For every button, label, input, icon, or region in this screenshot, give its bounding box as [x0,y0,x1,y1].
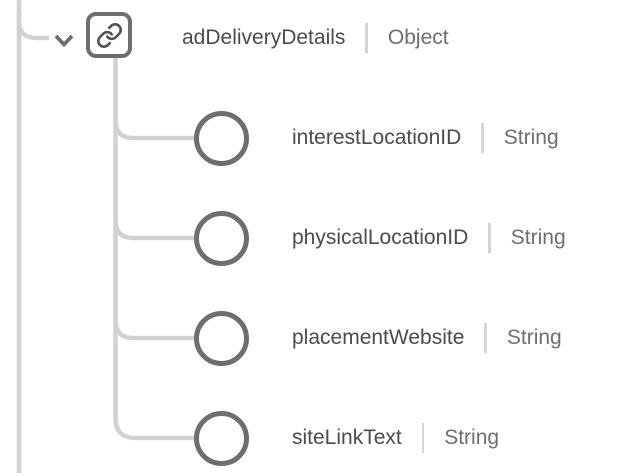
field-row-siteLinkText[interactable]: siteLinkText String [292,415,499,461]
field-row-interestLocationID[interactable]: interestLocationID String [292,115,559,161]
field-type: String [503,126,559,149]
field-type: String [444,426,500,449]
link-icon [96,22,122,48]
field-node-circle[interactable] [194,310,249,366]
root-field-type: Object [387,26,449,49]
field-name: siteLinkText [292,426,402,449]
field-node-circle[interactable] [194,410,249,466]
field-node-circle[interactable] [194,210,249,266]
type-divider [481,123,484,153]
root-object-node-button[interactable] [86,12,132,58]
chevron-down-icon[interactable] [54,33,74,48]
root-field-name: adDeliveryDetails [182,26,346,49]
type-divider [365,23,368,53]
field-name: placementWebsite [292,326,465,349]
field-row-physicalLocationID[interactable]: physicalLocationID String [292,215,566,261]
field-node-circle[interactable] [194,110,249,166]
field-type: String [506,326,562,349]
field-row-placementWebsite[interactable]: placementWebsite String [292,315,562,361]
field-name: physicalLocationID [292,226,469,249]
type-divider [488,223,491,253]
field-name: interestLocationID [292,126,462,149]
type-divider [484,323,487,353]
field-type: String [510,226,566,249]
root-node-label-row[interactable]: adDeliveryDetails Object [182,15,449,61]
type-divider [421,423,425,453]
